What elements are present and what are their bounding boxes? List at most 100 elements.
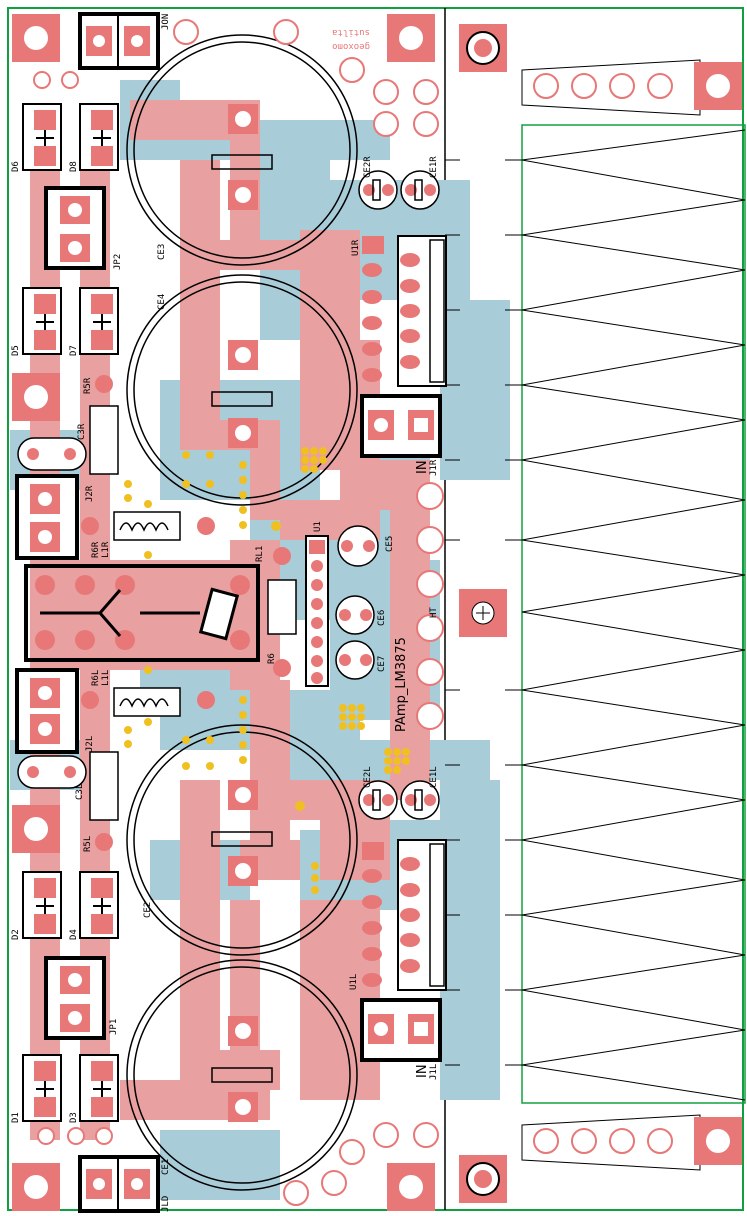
connector-j2r <box>15 474 79 560</box>
label-in-left: IN <box>415 1064 430 1078</box>
resistor-r5r <box>89 375 119 475</box>
connector-j1r <box>360 394 442 458</box>
label-d4: D4 <box>69 929 79 940</box>
label-c3l: C3L <box>75 784 85 800</box>
diode-d8 <box>79 103 119 171</box>
label-jp1: JP1 <box>109 1019 119 1035</box>
mounting-hole <box>694 62 742 110</box>
diode-d6 <box>22 103 62 171</box>
mounting-hole <box>12 373 60 421</box>
resistor-r5l <box>89 751 119 851</box>
input-connectors <box>15 474 79 754</box>
label-j1l: J1L <box>429 1064 439 1080</box>
label-ce2r: CE2R <box>363 156 373 178</box>
mirror-text-2: geoxomo <box>332 41 370 51</box>
diode-d4 <box>79 871 119 939</box>
label-ce2l: CE2L <box>363 766 373 788</box>
mounting-hole <box>12 14 60 62</box>
label-ce1r: CE1R <box>429 156 439 178</box>
label-l1r: L1R <box>101 541 111 558</box>
center-mounting-hole <box>459 589 507 637</box>
label-ce2: CE2 <box>143 902 153 918</box>
mounting-hole <box>694 1117 742 1165</box>
jumpers <box>44 186 106 1040</box>
mounting-holes <box>12 14 742 1211</box>
heatsink-ticks <box>445 159 522 1066</box>
label-r6l: R6L <box>91 670 101 686</box>
label-d1: D1 <box>11 1112 21 1123</box>
board-outline <box>7 7 744 1211</box>
hollow-pads <box>33 19 444 1206</box>
capacitor-c3l <box>17 755 87 789</box>
label-r5l: R5L <box>83 836 93 852</box>
inductor-l1l <box>81 687 215 717</box>
label-u1l: U1L <box>349 974 359 990</box>
label-d2: D2 <box>11 929 21 940</box>
capacitor-ce3 <box>126 34 358 266</box>
label-jp2: JP2 <box>113 254 123 270</box>
label-ce3: CE3 <box>157 244 167 260</box>
connector-j2l <box>15 668 79 754</box>
mounting-hole <box>387 1163 435 1211</box>
mounting-hole <box>12 1163 60 1211</box>
label-ce4: CE4 <box>157 294 167 310</box>
label-j2r: J2R <box>85 485 95 502</box>
capacitor-ce6 <box>335 595 375 635</box>
capacitor-ce2l <box>358 780 398 820</box>
diode-d1 <box>22 1054 62 1122</box>
label-d3: D3 <box>69 1112 79 1123</box>
label-j2l: J2L <box>85 736 95 752</box>
label-ht: HT <box>429 607 439 618</box>
label-ce5: CE5 <box>385 536 395 552</box>
heatsink-holes <box>533 73 673 1154</box>
label-r6r: R6R <box>91 541 101 558</box>
diode-d3 <box>79 1054 119 1122</box>
connector-j1l <box>360 998 442 1062</box>
ic-u1r <box>362 235 447 387</box>
diode-d5 <box>22 287 62 355</box>
jumper-jp1 <box>44 956 106 1040</box>
label-in-right: IN <box>415 460 430 474</box>
jumper-jp2 <box>44 186 106 270</box>
label-d7: D7 <box>69 345 79 356</box>
label-u1r: U1R <box>351 239 361 256</box>
capacitor-ce1r <box>400 170 440 210</box>
heatsink <box>521 59 746 1171</box>
mounting-hole <box>459 24 507 72</box>
label-jld: JLD <box>161 1196 171 1212</box>
label-r5r: R5R <box>83 377 93 394</box>
label-c3r: C3R <box>77 423 87 440</box>
diode-d7 <box>79 287 119 355</box>
capacitor-ce7 <box>335 640 375 680</box>
label-ce6: CE6 <box>377 610 387 626</box>
label-ce1l: CE1L <box>429 766 439 788</box>
capacitor-ce2r <box>358 170 398 210</box>
label-r6: R6 <box>267 653 277 664</box>
capacitor-ce1 <box>126 959 358 1191</box>
label-j1r: J1R <box>429 459 439 476</box>
small-capacitors <box>17 170 440 820</box>
label-ce1: CE1 <box>161 1159 171 1175</box>
heatsink-outline <box>521 124 746 1104</box>
label-d6: D6 <box>11 161 21 172</box>
connector-jld <box>78 1155 160 1213</box>
resistor-r6 <box>267 547 297 677</box>
label-u1: U1 <box>313 521 323 532</box>
ic-u1l <box>362 839 447 991</box>
mounting-hole <box>459 1155 507 1203</box>
connector-jon <box>78 12 160 70</box>
mounting-hole <box>12 805 60 853</box>
ic-u1 <box>305 535 329 687</box>
mirror-text-1: sutilta <box>332 27 370 37</box>
label-rl1: RL1 <box>255 546 265 562</box>
diode-d2 <box>22 871 62 939</box>
silkscreen-labels: JON JLD D6 D8 D5 D7 D2 D4 D1 D3 JP2 JP1 … <box>11 14 439 1212</box>
inductor-l1r <box>81 511 215 541</box>
mounting-hole <box>387 14 435 62</box>
label-jon: JON <box>161 14 171 30</box>
vias <box>124 447 410 894</box>
diodes <box>22 103 119 1122</box>
relay-rl1 <box>24 564 260 662</box>
label-d5: D5 <box>11 345 21 356</box>
